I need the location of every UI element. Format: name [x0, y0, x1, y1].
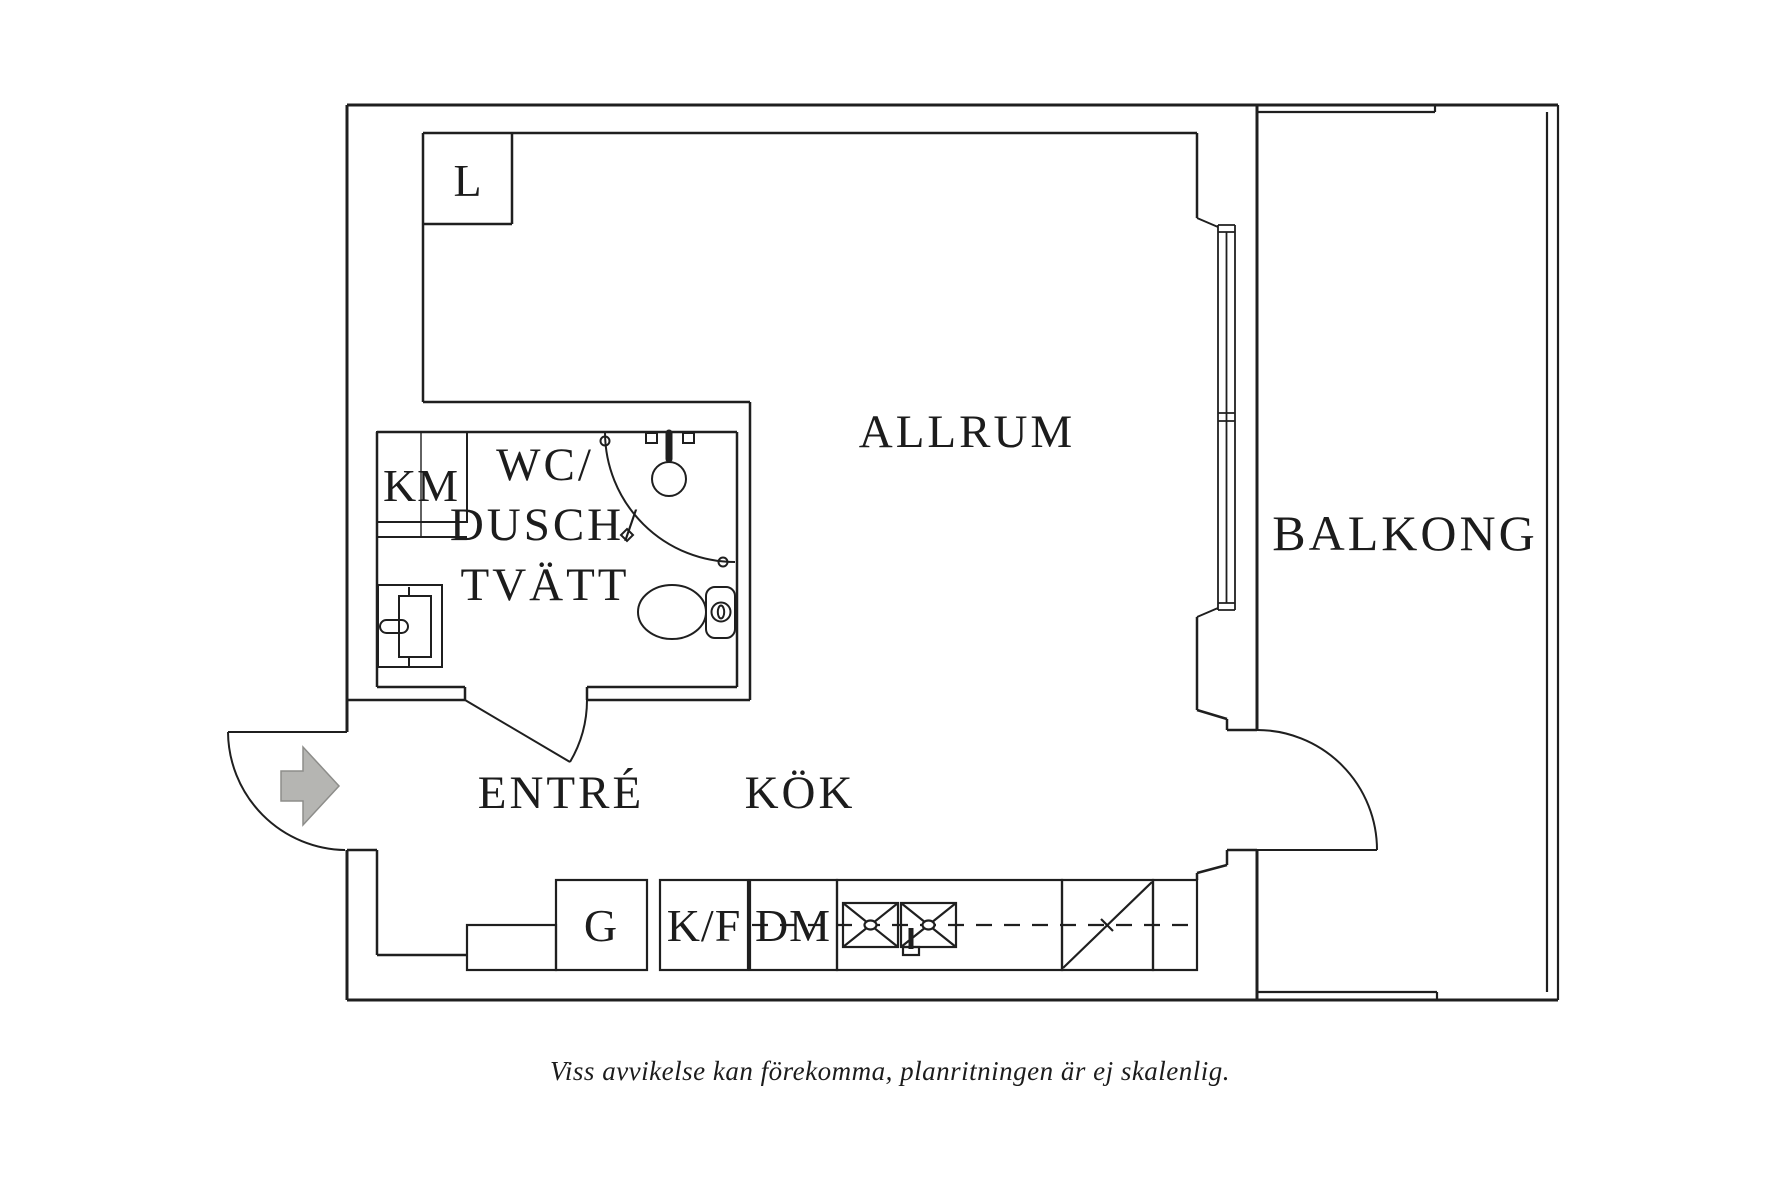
room-label-wc-line3: TVÄTT [460, 559, 629, 611]
shower-icon [599, 429, 736, 568]
closet-label: L [453, 155, 482, 206]
fridge-freezer-cabinet [658, 878, 750, 972]
sink-basin-icon [841, 901, 900, 949]
dishwasher-label: DM [755, 900, 831, 951]
toilet-icon [637, 584, 736, 640]
disclaimer-text: Viss avvikelse kan förekomma, planritnin… [550, 1056, 1230, 1086]
room-label-kok: KÖK [745, 767, 856, 819]
faucet-icon [901, 928, 921, 957]
exterior-walls [345, 103, 1558, 1002]
fridge-freezer-label: K/F [667, 900, 742, 951]
washing-machine-icon [376, 431, 468, 523]
balcony-railing [1257, 105, 1560, 1000]
room-label-wc-line1: WC/ [496, 439, 594, 491]
entry-arrow-icon [280, 745, 341, 827]
hall-bench [465, 923, 558, 972]
entry-door [227, 731, 347, 851]
washing-machine-label: KM [383, 460, 459, 511]
room-label-wc-line2: DUSCH/ [450, 499, 640, 551]
bathroom-fixtures [376, 429, 736, 668]
room-label-balkong: BALKONG [1272, 505, 1537, 561]
washbasin-icon [377, 584, 443, 668]
wardrobe-cabinet [554, 878, 649, 972]
balcony-door [1256, 729, 1378, 851]
kitchen-counter [465, 878, 1199, 972]
balcony-window [1196, 217, 1236, 618]
room-label-entre: ENTRÉ [478, 767, 644, 819]
bathroom-door [464, 699, 588, 763]
labels: L KM WC/ DUSCH/ TVÄTT ALLRUM BALKONG ENT… [383, 155, 1537, 1086]
stove-icon [1060, 878, 1155, 972]
room-label-allrum: ALLRUM [859, 406, 1075, 458]
wardrobe-label: G [584, 900, 618, 951]
